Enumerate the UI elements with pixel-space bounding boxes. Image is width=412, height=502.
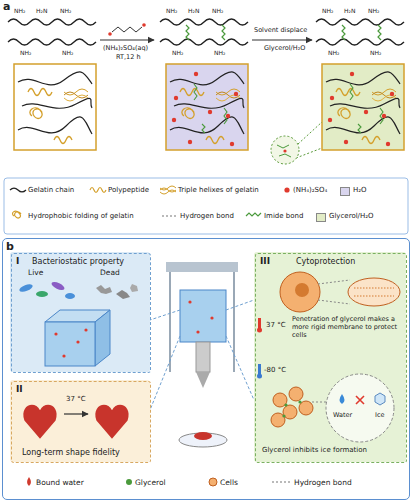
annotation: Glycerol inhibits ice formation [262, 446, 367, 454]
annotation: 37 °C [266, 321, 286, 329]
legend-samples [27, 477, 290, 486]
annotation: NH₂ [368, 7, 379, 14]
panel-frame: a [0, 0, 412, 236]
annotation: NH₂ [166, 7, 177, 14]
annotation: NH₂ [20, 49, 31, 56]
annotation: NH₂ [62, 49, 73, 56]
box-title: Cytoprotection [296, 257, 355, 267]
legend-text: Hydrogen bond [294, 478, 352, 487]
annotation: NH₂ [322, 7, 333, 14]
legend-text: Triple helixes of gelatin [178, 186, 259, 194]
legend-text: Gelatin chain [28, 186, 74, 194]
hearts [23, 405, 128, 439]
legend-text: Cells [220, 478, 238, 487]
panel-number: b [6, 240, 14, 253]
legend-text: H₂O [353, 186, 367, 194]
annotation: NH₂ [214, 49, 225, 56]
legend-text: Polypeptide [108, 186, 149, 194]
panel-number: a [3, 0, 10, 13]
annotation: NH₂ [172, 49, 183, 56]
property-box: III Cytoprotection [255, 253, 407, 463]
annotation: NH₂ [60, 7, 71, 14]
gel-cube [45, 310, 110, 366]
annotation: NH₂ [14, 7, 25, 14]
panel-number: III [260, 256, 270, 267]
property-box: II Long-term shape fidelity [11, 381, 151, 463]
legend-text: Hydrophobic folding of gelatin [28, 212, 134, 220]
annotation: H₂N [188, 7, 199, 14]
bioprinter [150, 262, 254, 447]
gelatin-chains [8, 19, 404, 45]
annotation: (NH₄)₂SO₄(aq) [103, 45, 148, 53]
cell-illustration [257, 272, 400, 442]
bacteria [18, 280, 138, 299]
network-squares [14, 64, 404, 164]
legend-text: Hydrogen bond [180, 212, 234, 220]
legend-text: (NH₄)₂SO₄ [293, 186, 327, 194]
annotation: Live [28, 268, 43, 277]
annotation: NH₂ [212, 7, 223, 14]
annotation: Water [333, 412, 352, 420]
annotation: Solvent displace [254, 27, 307, 35]
legend-text: Bound water [36, 478, 84, 487]
annotation: Penetration of glycerol makes a more rig… [292, 316, 404, 339]
annotation: H₂N [36, 7, 47, 14]
panel-number: I [16, 256, 19, 267]
legend-swatch [316, 213, 326, 222]
legend-text: Glycerol/H₂O [329, 212, 374, 220]
box-title: Bacteriostatic property [32, 257, 124, 267]
annotation: -80 °C [264, 366, 286, 374]
annotation: H₂N [344, 7, 355, 14]
legend-swatch [340, 187, 350, 196]
annotation: NH₂ [328, 49, 339, 56]
box-title: Long-term shape fidelity [22, 448, 120, 458]
legend-text: Glycerol [135, 478, 166, 487]
panel-frame: bI Bacteriostatic propertyII Long-term sha… [2, 238, 410, 500]
annotation: Dead [100, 268, 120, 277]
reaction-arrows [100, 23, 312, 40]
legend-samples [4, 178, 408, 234]
panel-number: II [16, 384, 23, 395]
annotation: RT,12 h [116, 54, 141, 62]
legend-text: Imide bond [264, 212, 303, 220]
annotation: Glycerol/H₂O [264, 45, 305, 53]
annotation: 37 °C [66, 395, 86, 403]
annotation: NH₂ [370, 49, 381, 56]
annotation: Ice [375, 412, 385, 420]
